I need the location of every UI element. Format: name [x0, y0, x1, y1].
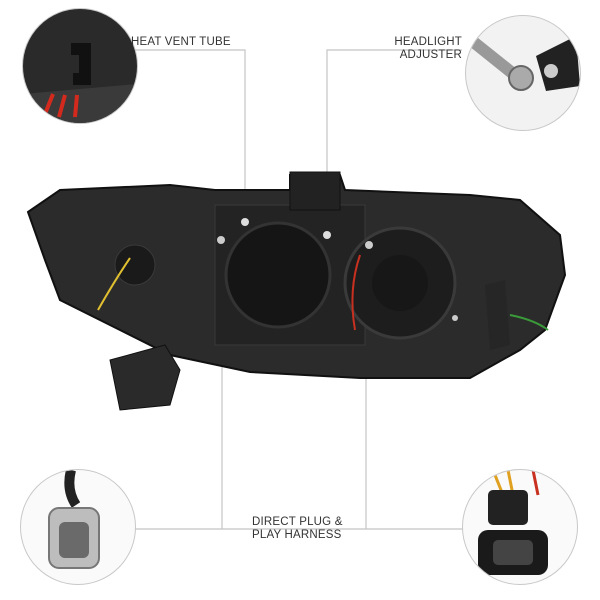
connector-plug-icon: [48, 470, 100, 569]
headlight-housing: [26, 171, 567, 411]
leader-lines: [108, 49, 492, 530]
leader-heat-vent: [130, 49, 246, 220]
ratchet-wrench-icon: [466, 31, 580, 91]
heat-vent-tube-icon: [23, 43, 137, 123]
label-headlight-adjuster-line1: HEADLIGHT: [394, 36, 462, 48]
harness-plug-detail: [20, 469, 136, 585]
connector-pair-icon: [478, 470, 548, 575]
headlight-adjuster-detail: [465, 15, 581, 131]
label-harness: DIRECT PLUG & PLAY HARNESS: [252, 516, 343, 542]
label-heat-vent-tube: HEAT VENT TUBE: [131, 36, 231, 48]
harness-connector-detail: [462, 469, 578, 585]
label-harness-line1: DIRECT PLUG &: [252, 516, 343, 528]
label-headlight-adjuster-line2: ADJUSTER: [399, 49, 462, 61]
label-headlight-adjuster: HEADLIGHT ADJUSTER: [392, 36, 462, 62]
heat-vent-tube-detail: [22, 8, 138, 124]
label-harness-line2: PLAY HARNESS: [252, 529, 342, 541]
leader-adjuster: [326, 49, 462, 232]
